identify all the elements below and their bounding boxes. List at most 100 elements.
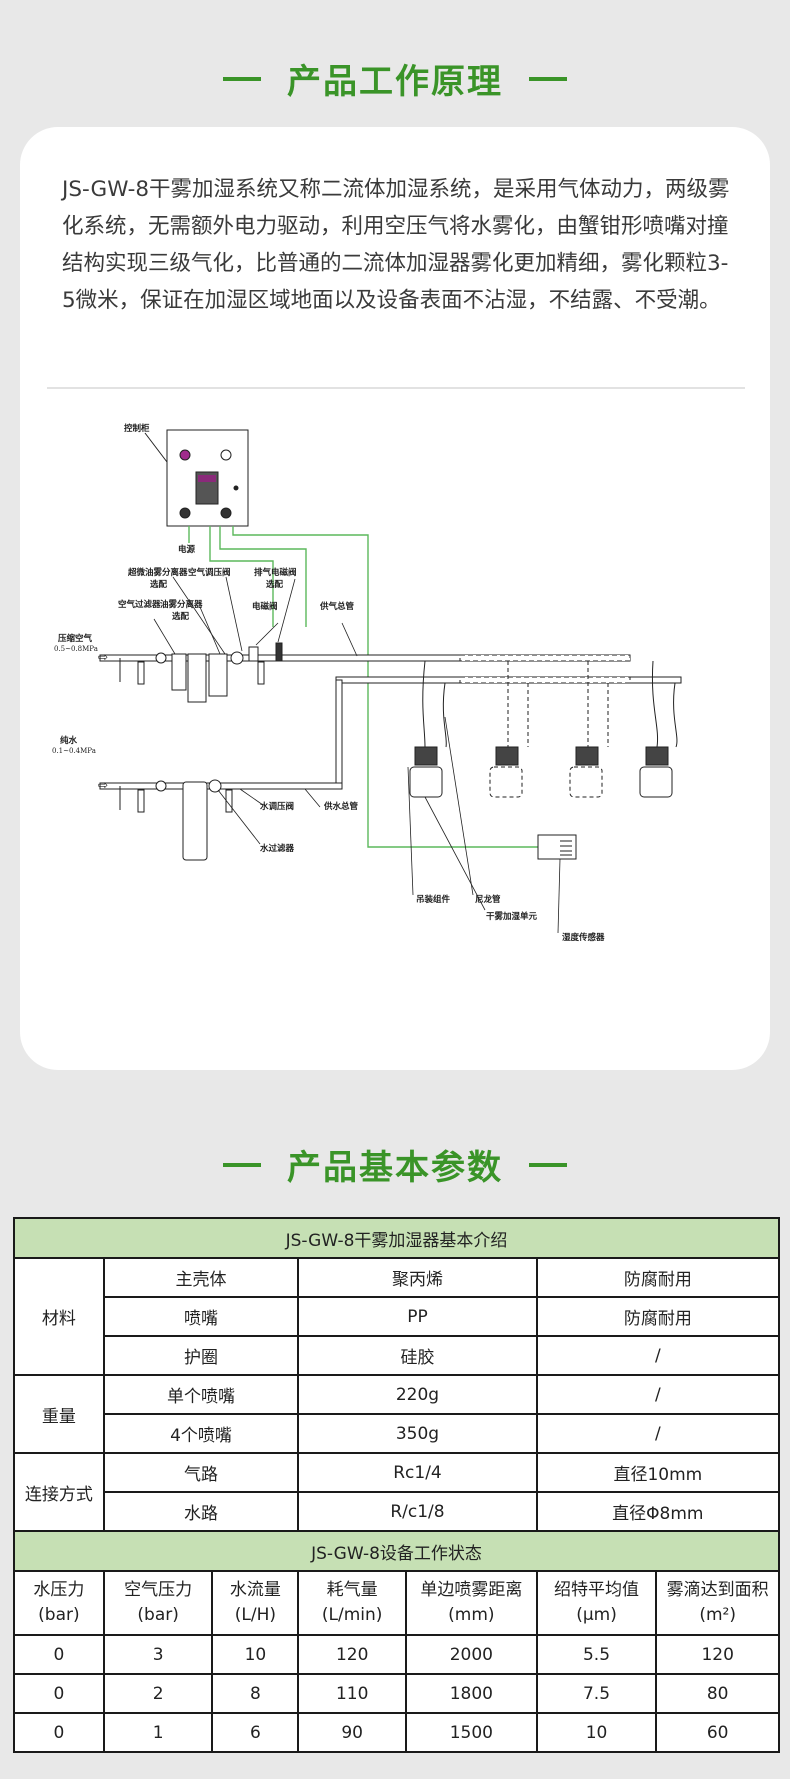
table-cell: 护圈 xyxy=(102,1335,300,1376)
table-row: 0 1 6 90 1500 10 60 xyxy=(13,1712,780,1753)
table-cell: 2 xyxy=(102,1673,214,1714)
column-header: 绍特平均值 (μm) xyxy=(535,1570,658,1636)
header-name: 单边喷雾距离 xyxy=(420,1580,523,1600)
header-unit: (μm) xyxy=(576,1605,617,1625)
header-unit: (L/min) xyxy=(321,1605,383,1625)
table-cell: 主壳体 xyxy=(102,1257,300,1298)
signal-lines xyxy=(188,526,538,848)
divider xyxy=(47,387,745,389)
label-humidity-sensor: 湿度传感器 xyxy=(562,932,605,943)
label-pure-water: 纯水 xyxy=(60,735,78,746)
label-air-regulator: 空气调压阀 xyxy=(188,567,231,578)
column-header: 雾滴达到面积(m²) xyxy=(655,1570,780,1636)
label-oil-separator: 油雾分离器 xyxy=(160,599,203,610)
leader-lines xyxy=(153,576,561,934)
water-gauge-icon xyxy=(155,780,167,792)
table-cell: 0 xyxy=(13,1634,105,1675)
label-solenoid-valve: 电磁阀 xyxy=(252,601,278,612)
controller-screen xyxy=(198,475,216,482)
table-row: 4个喷嘴 350g / xyxy=(14,1413,781,1454)
label-ultra-separator: 超微油雾分离器 xyxy=(127,567,188,578)
solenoid-valve xyxy=(248,646,259,662)
diagram-drawing xyxy=(144,429,249,527)
table-cell: 60 xyxy=(655,1712,780,1753)
water-regulator-icon xyxy=(208,779,222,793)
table-cell: 7.5 xyxy=(535,1673,658,1714)
table-cell: / xyxy=(535,1335,781,1376)
label-nylon-tube: 尼龙管 xyxy=(475,894,501,905)
table-cell: 80 xyxy=(655,1673,780,1714)
section-title-parameters: 产品基本参数 xyxy=(0,1140,790,1189)
table2-title: JS-GW-8设备工作状态 xyxy=(13,1530,780,1572)
table-cell: 120 xyxy=(655,1634,780,1675)
column-header: 单边喷雾距离 (mm) xyxy=(405,1570,538,1636)
title-dash-left xyxy=(223,1162,261,1167)
label-control-cabinet: 控制柜 xyxy=(124,423,150,434)
label-oil-separator-opt: 选配 xyxy=(172,611,190,622)
water-branch-dashed xyxy=(459,676,631,684)
table-header-row: 水压力(bar) 空气压力(bar) 水流量(L/H) 耗气量(L/min) 单… xyxy=(13,1570,780,1636)
table-cell: 1 xyxy=(102,1712,214,1753)
nozzle-unit xyxy=(639,660,678,798)
table-cell: 90 xyxy=(297,1712,408,1753)
label-ultra-separator-opt: 选配 xyxy=(150,579,168,590)
table-row: 0 2 8 110 1800 7.5 80 xyxy=(13,1673,780,1714)
header-name: 水流量 xyxy=(229,1580,281,1600)
label-hanging-kit: 吊装组件 xyxy=(416,894,451,905)
principle-card: JS-GW-8干雾加湿系统又称二流体加湿系统，是采用气体动力，两级雾化系统，无需… xyxy=(20,127,770,1070)
column-header: 空气压力 (bar) xyxy=(102,1570,214,1636)
label-compressed-air: 压缩空气 xyxy=(58,633,93,644)
table-cell: 4个喷嘴 xyxy=(102,1413,300,1454)
column-header: 耗气量(L/min) xyxy=(297,1570,408,1636)
label-exhaust-solenoid: 排气电磁阀 xyxy=(254,567,297,578)
table-cell: 直径10mm xyxy=(535,1452,781,1493)
table-cell: 120 xyxy=(297,1634,408,1675)
table-cell: 硅胶 xyxy=(297,1335,538,1376)
table-cell: 10 xyxy=(535,1712,658,1753)
mount-bracket xyxy=(137,789,145,813)
regulator-gauge-icon xyxy=(230,651,244,665)
title-dash-left xyxy=(223,76,261,81)
table-cell: R/c1/8 xyxy=(297,1491,538,1532)
pressure-gauge-icon xyxy=(155,652,167,664)
air-piping xyxy=(99,642,682,861)
spec-table: JS-GW-8干雾加湿器基本介绍 材料 主壳体 聚丙烯 防腐耐用 喷嘴 PP 防… xyxy=(13,1217,781,1753)
table-cell: 8 xyxy=(211,1673,300,1714)
mount-bracket xyxy=(225,789,233,813)
label-exhaust-solenoid-opt: 选配 xyxy=(266,579,284,590)
table1-title: JS-GW-8干雾加湿器基本介绍 xyxy=(13,1217,780,1259)
label-air-filter: 空气过滤器 xyxy=(118,599,161,610)
water-filter-body xyxy=(182,781,208,861)
title-dash-right xyxy=(529,76,567,81)
table-cell: / xyxy=(535,1374,781,1415)
table-cell: 1500 xyxy=(405,1712,538,1753)
nozzle-unit xyxy=(489,661,529,798)
header-unit: (bar) xyxy=(137,1605,179,1625)
table-cell: 350g xyxy=(297,1413,538,1454)
table-cell: 喷嘴 xyxy=(102,1296,300,1337)
signal-line-solenoid xyxy=(209,526,274,627)
table-cell: 5.5 xyxy=(535,1634,658,1675)
header-unit: (m²) xyxy=(699,1605,736,1625)
table-cell: 110 xyxy=(297,1673,408,1714)
table-row: 0 3 10 120 2000 5.5 120 xyxy=(13,1634,780,1675)
section-title-text: 产品工作原理 xyxy=(287,62,503,102)
label-water-regulator: 水调压阀 xyxy=(259,801,294,812)
header-unit: (mm) xyxy=(448,1605,495,1625)
column-header: 水流量(L/H) xyxy=(211,1570,300,1636)
table-row: 喷嘴 PP 防腐耐用 xyxy=(14,1296,781,1337)
table-cell: 0 xyxy=(13,1712,105,1753)
switch-icon xyxy=(220,507,232,519)
group-label: 连接方式 xyxy=(13,1452,105,1532)
header-name: 空气压力 xyxy=(124,1580,193,1600)
air-branch-dashed xyxy=(459,654,631,662)
table-cell: PP xyxy=(297,1296,538,1337)
system-diagram: ⇨ ⇨ 控制柜 电源 超微油雾分离器 选配 空气调压阀 排气电磁阀 选配 空气过… xyxy=(52,423,682,943)
table-cell: / xyxy=(535,1413,781,1454)
air-filter-body xyxy=(171,653,187,691)
header-name: 绍特平均值 xyxy=(554,1580,639,1600)
table-cell: 单个喷嘴 xyxy=(102,1374,300,1415)
label-dry-fog-unit: 干雾加湿单元 xyxy=(486,911,538,922)
table-cell: 6 xyxy=(211,1712,300,1753)
table-cell: 220g xyxy=(297,1374,538,1415)
